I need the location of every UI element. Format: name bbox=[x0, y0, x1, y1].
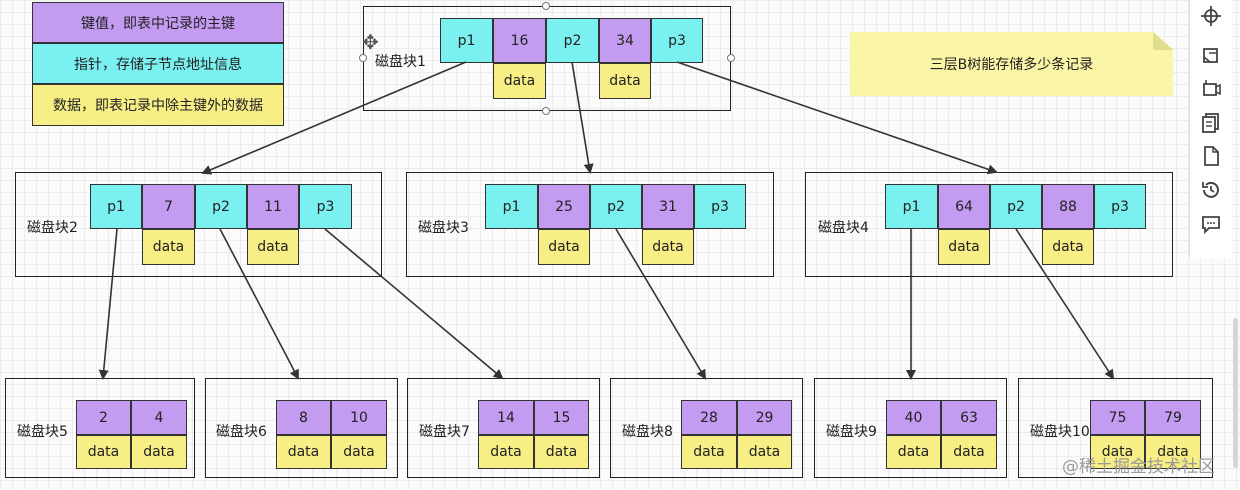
block3-cell[interactable]: 31 bbox=[642, 184, 694, 229]
block3-cell[interactable]: p2 bbox=[590, 184, 642, 229]
block9-data-cell[interactable]: data bbox=[941, 435, 997, 469]
block7-key-cell[interactable]: 14 bbox=[478, 400, 534, 435]
selection-handle-right[interactable] bbox=[727, 54, 735, 62]
block2-data-cell[interactable]: data bbox=[247, 229, 299, 265]
blank-page-icon[interactable] bbox=[1190, 142, 1232, 170]
root-cell[interactable]: p3 bbox=[651, 18, 703, 63]
block8-key-cell[interactable]: 28 bbox=[681, 400, 737, 435]
right-toolbar bbox=[1189, 0, 1232, 258]
selection-handle-bottom[interactable] bbox=[542, 107, 550, 115]
arrow-block3-p2 bbox=[615, 228, 707, 380]
root-cell[interactable]: p1 bbox=[440, 18, 493, 63]
legend-pointer-text: 指针，存储子节点地址信息 bbox=[74, 56, 242, 73]
disk-block-4-label: 磁盘块4 bbox=[818, 220, 869, 236]
block5-key-cell[interactable]: 2 bbox=[76, 400, 131, 435]
block10-key-cell[interactable]: 75 bbox=[1090, 400, 1145, 435]
block2-cell[interactable]: p2 bbox=[195, 184, 247, 229]
disk-block-9-label: 磁盘块9 bbox=[826, 424, 877, 440]
arrow-block4-p2 bbox=[1015, 228, 1115, 380]
legend-key-text: 键值，即表中记录的主键 bbox=[81, 15, 235, 32]
block4-cell[interactable]: p2 bbox=[990, 184, 1042, 229]
block5-data-cell[interactable]: data bbox=[131, 435, 187, 469]
disk-block-1-label: 磁盘块1 bbox=[375, 54, 426, 70]
block6-key-cell[interactable]: 10 bbox=[331, 400, 387, 435]
block8-key-cell[interactable]: 29 bbox=[737, 400, 792, 435]
arrow-block2-p3 bbox=[324, 228, 504, 380]
block6-key-cell[interactable]: 8 bbox=[276, 400, 331, 435]
disk-block-6[interactable] bbox=[205, 378, 398, 478]
move-cursor-icon: ✥ bbox=[362, 30, 379, 54]
block2-data-cell[interactable]: data bbox=[142, 229, 195, 265]
block4-cell[interactable]: 88 bbox=[1042, 184, 1094, 229]
root-cell[interactable]: p2 bbox=[546, 18, 599, 63]
arrow-block2-p2 bbox=[219, 228, 299, 380]
block4-data-cell[interactable]: data bbox=[938, 229, 990, 265]
history-icon[interactable] bbox=[1190, 176, 1232, 204]
legend-key: 键值，即表中记录的主键 bbox=[32, 2, 284, 43]
disk-block-5-label: 磁盘块5 bbox=[17, 424, 68, 440]
block4-cell[interactable]: p1 bbox=[885, 184, 938, 229]
sticky-note[interactable]: 三层B树能存储多少条记录 bbox=[850, 32, 1173, 96]
block2-cell[interactable]: 11 bbox=[247, 184, 299, 229]
legend-data: 数据，即表记录中除主键外的数据 bbox=[32, 84, 284, 126]
block3-cell[interactable]: 25 bbox=[538, 184, 590, 229]
block5-data-cell[interactable]: data bbox=[76, 435, 131, 469]
shape-icon[interactable] bbox=[1190, 74, 1232, 102]
block7-key-cell[interactable]: 15 bbox=[534, 400, 589, 435]
block9-key-cell[interactable]: 40 bbox=[886, 400, 941, 435]
page-icon[interactable] bbox=[1190, 108, 1232, 136]
disk-block-10[interactable] bbox=[1018, 378, 1213, 478]
selection-handle-left[interactable] bbox=[359, 54, 367, 62]
block10-key-cell[interactable]: 79 bbox=[1145, 400, 1201, 435]
format-icon[interactable] bbox=[1190, 42, 1232, 70]
disk-block-8-label: 磁盘块8 bbox=[622, 424, 673, 440]
root-cell[interactable]: 16 bbox=[493, 18, 546, 63]
vertical-scrollbar[interactable] bbox=[1233, 318, 1238, 468]
block4-cell[interactable]: 64 bbox=[938, 184, 990, 229]
root-data-cell[interactable]: data bbox=[599, 63, 651, 99]
block8-data-cell[interactable]: data bbox=[737, 435, 792, 469]
disk-block-2-label: 磁盘块2 bbox=[27, 220, 78, 236]
block9-key-cell[interactable]: 63 bbox=[941, 400, 997, 435]
disk-block-10-label: 磁盘块10 bbox=[1030, 424, 1090, 440]
block9-data-cell[interactable]: data bbox=[886, 435, 941, 469]
block6-data-cell[interactable]: data bbox=[331, 435, 387, 469]
watermark: @稀土掘金技术社区 bbox=[1062, 457, 1215, 477]
disk-block-8[interactable] bbox=[610, 378, 803, 478]
crosshair-icon[interactable] bbox=[1190, 2, 1232, 30]
arrow-block2-p1 bbox=[98, 228, 118, 380]
block7-data-cell[interactable]: data bbox=[478, 435, 534, 469]
root-data-cell[interactable]: data bbox=[493, 63, 546, 99]
disk-block-7-label: 磁盘块7 bbox=[419, 424, 470, 440]
block3-cell[interactable]: p3 bbox=[694, 184, 746, 229]
block6-data-cell[interactable]: data bbox=[276, 435, 331, 469]
disk-block-3-label: 磁盘块3 bbox=[418, 220, 469, 236]
block4-data-cell[interactable]: data bbox=[1042, 229, 1094, 265]
block3-cell[interactable]: p1 bbox=[485, 184, 538, 229]
disk-block-6-label: 磁盘块6 bbox=[216, 424, 267, 440]
block10-data-cell[interactable]: data bbox=[1090, 435, 1145, 469]
arrow-root-p2 bbox=[571, 61, 594, 174]
legend-data-text: 数据，即表记录中除主键外的数据 bbox=[53, 98, 263, 114]
block10-data-cell[interactable]: data bbox=[1145, 435, 1201, 469]
arrow-root-p3 bbox=[676, 61, 998, 175]
comment-icon[interactable] bbox=[1190, 210, 1232, 238]
arrow-root-p1 bbox=[201, 61, 467, 175]
block2-cell[interactable]: 7 bbox=[142, 184, 195, 229]
root-cell[interactable]: 34 bbox=[599, 18, 651, 63]
block7-data-cell[interactable]: data bbox=[534, 435, 589, 469]
block3-data-cell[interactable]: data bbox=[642, 229, 694, 265]
selection-handle-top[interactable] bbox=[542, 2, 550, 10]
block2-cell[interactable]: p1 bbox=[90, 184, 142, 229]
block3-data-cell[interactable]: data bbox=[538, 229, 590, 265]
legend-pointer: 指针，存储子节点地址信息 bbox=[32, 43, 284, 84]
block4-cell[interactable]: p3 bbox=[1094, 184, 1146, 229]
sticky-note-text: 三层B树能存储多少条记录 bbox=[929, 57, 1094, 73]
disk-block-2[interactable] bbox=[15, 172, 382, 277]
block5-key-cell[interactable]: 4 bbox=[131, 400, 187, 435]
block8-data-cell[interactable]: data bbox=[681, 435, 737, 469]
block2-cell[interactable]: p3 bbox=[299, 184, 352, 229]
